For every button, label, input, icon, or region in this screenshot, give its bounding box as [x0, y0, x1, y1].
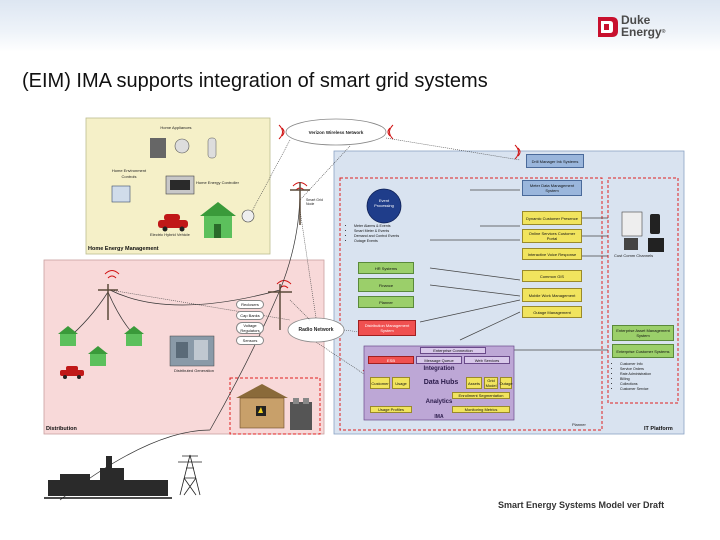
- meter-data-box: Meter Data Management System: [522, 180, 582, 196]
- duke-flame-icon: [598, 17, 618, 37]
- distribution-section-label: Distribution: [46, 426, 77, 432]
- distributed-generation-label: Distributed Generation: [173, 368, 215, 373]
- distributed-generation-icon: [169, 335, 215, 367]
- customer-item: Rate Administration: [620, 372, 678, 377]
- smart-grid-node-label: Smart Grid Node: [306, 198, 323, 206]
- events-list: Meter Alarms & Events Smart Meter & Even…: [348, 224, 420, 244]
- common-gis-box: Common GIS: [522, 270, 582, 282]
- planner-region-label: Planner: [572, 422, 586, 427]
- footer-caption: Smart Energy Systems Model ver Draft: [498, 500, 665, 510]
- devices-label: Cust Comm Channels: [614, 253, 654, 258]
- asset-management-box: Enterprise Asset Management System: [612, 325, 674, 341]
- it-section-label: IT Platform: [644, 426, 673, 432]
- bubble-reclosers: Reclosers: [236, 300, 264, 309]
- ima-esb: ESB: [368, 356, 414, 364]
- car-icon-distribution: [60, 366, 84, 379]
- customer-dashed-region: [607, 177, 679, 404]
- customer-item: Collections: [620, 382, 678, 387]
- outage-management-box: Outage Management: [522, 306, 582, 318]
- customer-list: Customer Info Service Orders Rate Admini…: [614, 362, 678, 392]
- distribution-management-box: Distribution Management System: [358, 320, 416, 336]
- online-services-box: Online Services Customer Portal: [522, 229, 582, 243]
- hub-item: Customer: [370, 377, 390, 389]
- customer-devices-icons: [621, 211, 664, 252]
- ima-web-services: Web Services: [464, 356, 510, 364]
- ivr-box: Interactive Voice Response: [522, 248, 582, 260]
- event-processing-circle: [366, 188, 402, 224]
- home-appliances-icons: [111, 137, 255, 238]
- ima-connection: Enterprise Connection: [420, 347, 486, 354]
- ima-label: IMA: [434, 414, 444, 420]
- thermostat-label: Home Environment Controls: [111, 168, 147, 179]
- event-item: Smart Meter & Events: [354, 229, 420, 234]
- customer-item: Billing: [620, 377, 678, 382]
- logo-line-1: Duke: [621, 13, 651, 27]
- hr-systems-box: HR Systems: [358, 262, 414, 274]
- event-item: Outage Events: [354, 239, 420, 244]
- event-item: Demand and Control Events: [354, 234, 420, 239]
- duke-energy-logo: Duke Energy®: [594, 14, 686, 42]
- bubble-cap-banks: Cap Banks: [236, 311, 264, 320]
- home-controller-label: Home Energy Controller: [196, 180, 239, 185]
- ima-data-hub: Data Hubs: [418, 377, 464, 389]
- ima-analytics: Analytics: [425, 399, 453, 405]
- event-processing-label: Event Processing: [374, 198, 394, 208]
- customer-systems-box: Enterprise Customer Systems: [612, 344, 674, 358]
- hub-item: Grid Model: [484, 377, 498, 389]
- planner-dashed-region: [339, 177, 603, 431]
- substation-icon: [236, 384, 312, 430]
- dynamic-customer-box: Dynamic Customer Presence: [522, 211, 582, 225]
- home-section-label: Home Energy Management: [88, 246, 159, 252]
- slide-title: (EIM) IMA supports integration of smart …: [22, 70, 488, 92]
- customer-item: Customer Service: [620, 387, 678, 392]
- planner-box: Planner: [358, 296, 414, 308]
- customer-item: Customer Info: [620, 362, 678, 367]
- hub-item: Usage: [392, 377, 410, 389]
- bubble-voltage-regulators: Voltage Regulators: [236, 322, 264, 334]
- analytics-item: Monitoring Metrics: [452, 406, 510, 413]
- verizon-network-label: Verizon Wireless Network: [308, 130, 364, 135]
- logo-mark: ®: [661, 29, 666, 35]
- vehicle-label: Electric Hybrid Vehicle: [150, 232, 190, 237]
- home-appliances-label: Home Appliances: [160, 125, 192, 130]
- customer-item: Service Orders: [620, 367, 678, 372]
- finance-box: Finance: [358, 278, 414, 292]
- analytics-item: Enrollment Segmentation: [452, 392, 510, 399]
- substation-dashed-region: [229, 377, 321, 435]
- transmission-tower-icon: [178, 454, 202, 496]
- analytics-item: Usage Profiles: [370, 406, 412, 413]
- radio-network-label: Radio Network: [298, 327, 334, 333]
- ima-message-queue: Message Queue: [416, 356, 462, 364]
- verizon-cloud: [285, 118, 387, 146]
- bubble-sensors: Sensors: [236, 336, 264, 345]
- logo-line-2: Energy: [621, 25, 662, 39]
- mobile-work-box: Mobile Work Management: [522, 288, 582, 302]
- event-item: Meter Alarms & Events: [354, 224, 420, 229]
- power-plant-icon: [44, 456, 172, 499]
- hub-item: Outage: [499, 377, 513, 389]
- ima-integration: Integration: [423, 366, 455, 372]
- hub-item: Assets: [466, 377, 482, 389]
- distribution-houses: [58, 326, 144, 366]
- drill-manager-box: Drill Manager Ink Systems: [526, 154, 584, 168]
